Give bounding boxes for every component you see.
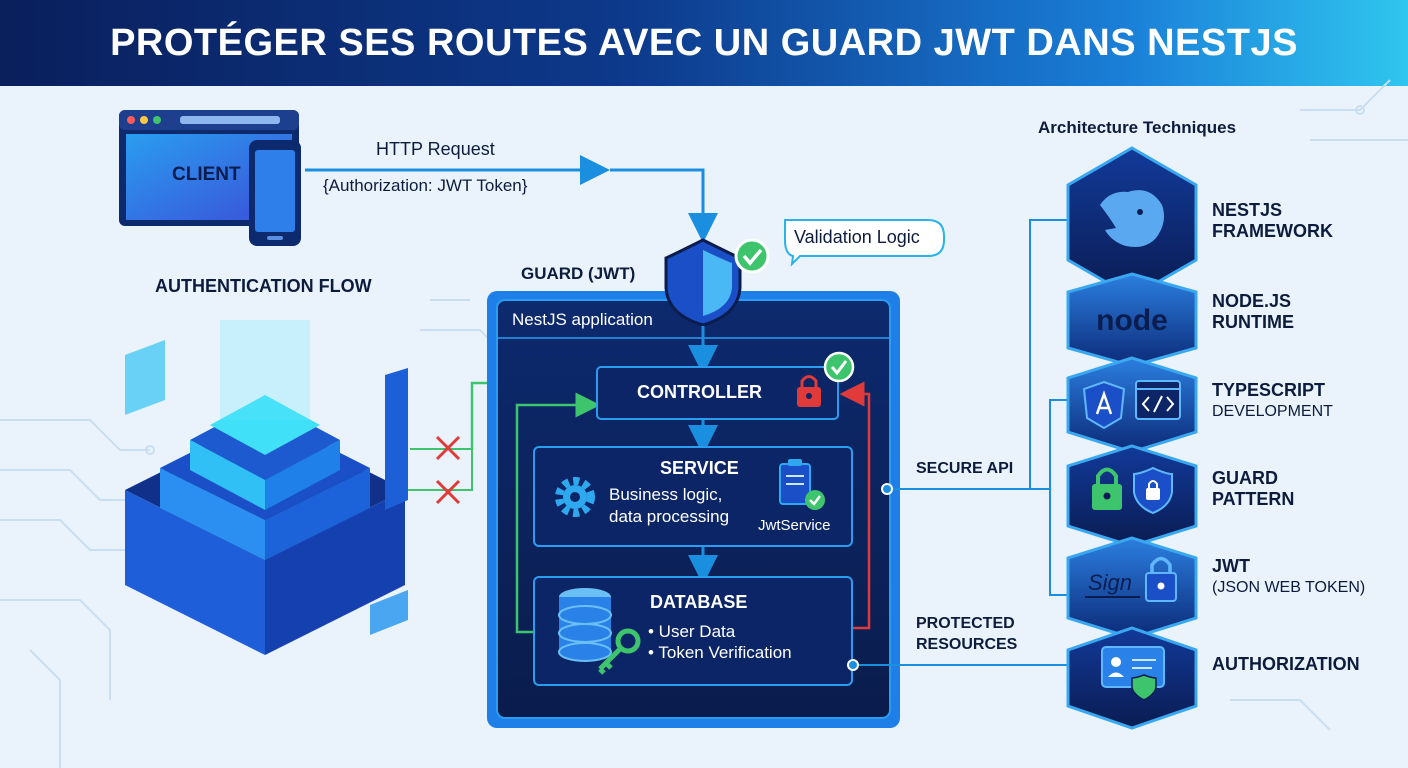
jwtservice-label: JwtService (758, 517, 831, 534)
tech-node-name-2: RUNTIME (1212, 312, 1294, 332)
architecture-title: Architecture Techniques (1038, 118, 1237, 137)
database-item-1: • User Data (648, 622, 736, 641)
signature-icon: Sign (1088, 570, 1132, 595)
database-title: DATABASE (650, 592, 748, 612)
service-title: SERVICE (660, 458, 739, 478)
tech-nestjs-name-2: FRAMEWORK (1212, 221, 1333, 241)
code-window-icon (1135, 380, 1181, 420)
guard-shield-icon (664, 238, 770, 327)
protected-resources-label-2: RESOURCES (916, 636, 1018, 653)
tech-nestjs-name-1: NESTJS (1212, 200, 1283, 220)
tech-typescript-name: TYPESCRIPT (1212, 380, 1326, 400)
gear-icon (555, 477, 595, 517)
clipboard-check-icon (779, 459, 825, 510)
node-logo-icon: node (1096, 304, 1168, 337)
id-card-icon (1101, 646, 1165, 701)
nestjs-application-label: NestJS application (512, 310, 653, 329)
shield-lock-icon (1133, 466, 1173, 515)
lock-icon (797, 375, 821, 407)
authentication-flow-label: AUTHENTICATION FLOW (155, 276, 372, 296)
protected-resources-label-1: PROTECTED (916, 615, 1015, 632)
tech-authorization-name: AUTHORIZATION (1212, 654, 1360, 674)
nestjs-logo-icon (1100, 190, 1164, 247)
page-title: PROTÉGER SES ROUTES AVEC UN GUARD JWT DA… (110, 22, 1298, 64)
guard-jwt-label: GUARD (JWT) (521, 264, 636, 283)
client-label: CLIENT (172, 164, 241, 185)
reject-x-icon (435, 435, 461, 505)
header-bar (0, 0, 1408, 86)
check-icon (823, 351, 855, 383)
service-line-2: data processing (609, 507, 730, 526)
angular-icon (1082, 380, 1126, 430)
tech-jwt-name: JWT (1212, 556, 1250, 576)
database-icon (558, 588, 612, 662)
service-line-1: Business logic, (609, 485, 723, 504)
tech-typescript-sub: DEVELOPMENT (1212, 403, 1333, 420)
lock-green-icon (1092, 467, 1122, 510)
key-icon (598, 628, 641, 675)
secure-api-label: SECURE API (916, 460, 1014, 477)
http-request-label: HTTP Request (376, 139, 495, 159)
tech-guard-name-2: PATTERN (1212, 489, 1295, 509)
cube-stack-graphic (125, 320, 408, 655)
circuit-decoration (0, 79, 1408, 768)
padlock-icon (1145, 556, 1177, 602)
validation-logic-label: Validation Logic (794, 227, 920, 247)
phone-icon (249, 140, 301, 246)
tech-node-name-1: NODE.JS (1212, 291, 1292, 311)
authorization-header-label: {Authorization: JWT Token} (323, 176, 528, 195)
tech-jwt-sub: (JSON WEB TOKEN) (1212, 579, 1366, 596)
controller-label: CONTROLLER (637, 382, 762, 402)
validation-bubble (784, 219, 945, 267)
tech-guard-name-1: GUARD (1212, 468, 1278, 488)
database-item-2: • Token Verification (648, 643, 792, 662)
